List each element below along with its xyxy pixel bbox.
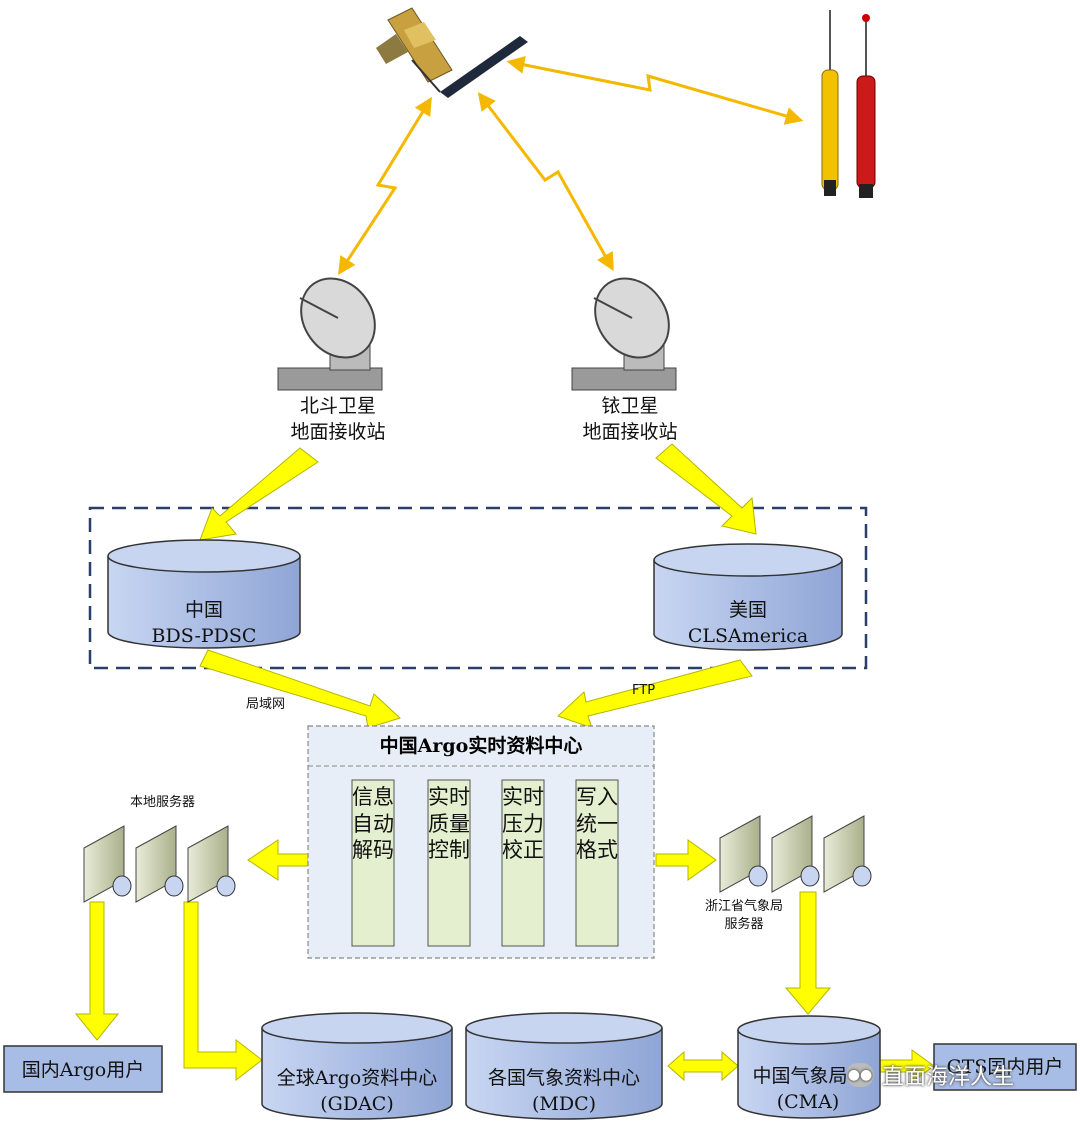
db-usa (653, 543, 843, 651)
db-usa-line1: 美国 (729, 599, 767, 621)
db-cma-line1: 中国气象局 (752, 1065, 847, 1087)
db-gdac-line1: 全球Argo资料中心 (277, 1067, 437, 1089)
db-china-line1: 中国 (185, 599, 223, 621)
arrow-mdc-cma (667, 1050, 739, 1082)
step-box-4 (575, 779, 619, 947)
zhejiang-servers-line1: 浙江省气象局 (705, 898, 783, 914)
link-satellite-beidou-station (338, 96, 432, 276)
db-mdc (465, 1012, 663, 1120)
step-box-2 (427, 779, 471, 947)
zhejiang-servers-line2: 服务器 (724, 916, 763, 932)
arrow-china-to-center (199, 649, 401, 729)
db-china-line2: BDS-PDSC (152, 625, 257, 647)
db-gdac-line2: (GDAC) (320, 1093, 394, 1115)
step-box-1 (351, 779, 395, 947)
ftp-label: FTP (632, 683, 655, 698)
db-mdc-line2: (MDC) (532, 1093, 596, 1115)
link-satellite-iridium-station (477, 92, 614, 272)
db-china (107, 539, 301, 649)
arrow-center-to-local-servers (247, 839, 309, 881)
db-gdac (261, 1012, 453, 1120)
arrow-local-to-domestic-users (74, 901, 120, 1041)
local-servers-icon (83, 825, 236, 903)
satellite-icon (376, 7, 528, 98)
iridium-dish-icon (571, 277, 677, 391)
step-text-3: 实时压力校正 (502, 785, 544, 862)
domestic-users-label: 国内Argo用户 (22, 1059, 144, 1081)
wechat-icon: ●● (846, 1063, 874, 1087)
db-cma (737, 1015, 881, 1119)
domestic-users-box (3, 1045, 163, 1093)
argo-float-red-icon (856, 14, 876, 198)
beidou-dish-icon (277, 277, 383, 391)
beidou-station-line1: 北斗卫星 (300, 395, 376, 417)
data-flow-arrows (74, 443, 935, 1083)
receiving-centers-group (88, 506, 868, 670)
db-mdc-line1: 各国气象资料中心 (488, 1067, 640, 1089)
step-text-4: 写入统一格式 (576, 785, 618, 862)
step-text-1: 信息自动解码 (352, 785, 394, 862)
lan-label: 局域网 (246, 697, 285, 712)
processing-steps (351, 779, 619, 947)
arrow-center-to-zhejiang-servers (655, 839, 717, 881)
arrow-local-to-gdac (183, 901, 263, 1082)
watermark-text: 直面海洋人生 (882, 1065, 1015, 1090)
gts-users-box (933, 1043, 1077, 1091)
arrow-iridium-to-usa (655, 443, 757, 535)
db-usa-line2: CLSAmerica (688, 625, 808, 647)
satellite-links (338, 55, 804, 276)
argo-float-yellow-icon (821, 10, 839, 196)
step-box-3 (501, 779, 545, 947)
db-cma-line2: (CMA) (777, 1091, 840, 1113)
arrow-usa-to-center (557, 659, 753, 729)
arrow-beidou-to-china (199, 447, 319, 541)
zhejiang-servers-icon (719, 815, 872, 893)
center-title: 中国Argo实时资料中心 (380, 734, 583, 757)
watermark: ●● 直面海洋人生 (846, 1058, 1056, 1092)
link-satellite-float (506, 55, 804, 125)
gts-users-label: GTS国内用户 (947, 1056, 1064, 1078)
arrow-cma-to-gts (879, 1049, 935, 1083)
local-servers-label: 本地服务器 (130, 794, 195, 810)
step-text-2: 实时质量控制 (428, 785, 470, 862)
iridium-station-line2: 地面接收站 (582, 421, 677, 443)
iridium-station-line1: 铱卫星 (601, 395, 658, 417)
arrow-zhejiang-to-cma (784, 891, 832, 1015)
beidou-station-line2: 地面接收站 (290, 421, 385, 443)
